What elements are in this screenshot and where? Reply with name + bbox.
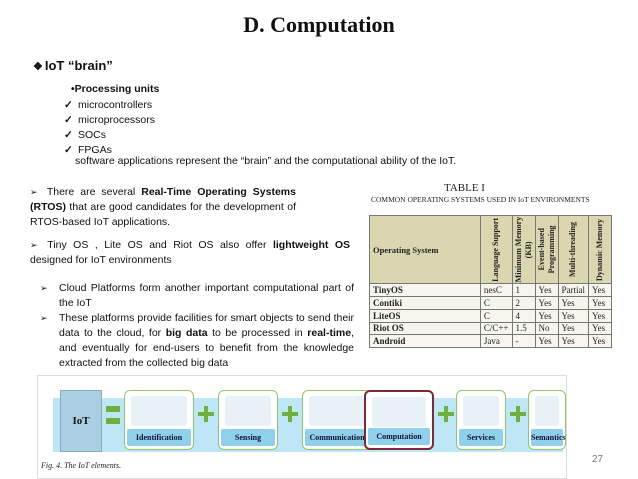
table-cell: Yes [534, 283, 559, 298]
checkmark-icon: ✓ [64, 114, 73, 126]
list-item: ✓FPGAs [64, 144, 112, 156]
table-cell: Yes [557, 296, 589, 310]
sensing-icon [225, 396, 271, 426]
semantics-icon [535, 396, 559, 426]
arrow-bullet-icon: ➢ [30, 187, 38, 197]
processing-summary: software applications represent the “bra… [75, 155, 457, 167]
table-caption: TABLE I [444, 182, 485, 194]
iot-elements-figure: IoT Identification Sensing Communication… [37, 375, 567, 479]
element-card: Communication [302, 390, 372, 450]
arrow-bullet-icon: ➢ [30, 240, 38, 250]
identification-icon [131, 396, 187, 426]
table-header: Dynamic Memory [588, 214, 612, 285]
equals-icon [106, 406, 120, 428]
table-cell: 4 [511, 308, 536, 323]
table-cell: Yes [588, 283, 612, 298]
cloud-platforms-list: ➢Cloud Platforms form another important … [40, 281, 354, 371]
table-subtitle: COMMON OPERATING SYSTEMS USED IN IoT ENV… [371, 195, 590, 204]
checkmark-icon: ✓ [64, 99, 73, 111]
element-card: Sensing [218, 390, 278, 450]
element-label: Computation [368, 428, 430, 445]
table-cell: TinyOS [369, 283, 481, 298]
table-cell: Yes [588, 308, 612, 323]
list-item: ✓microcontrollers [64, 99, 153, 111]
table-cell: Yes [534, 308, 559, 323]
table-cell: Yes [557, 321, 589, 336]
arrow-bullet-icon: ➢ [40, 313, 48, 323]
plus-icon [510, 406, 526, 422]
lightweight-os-paragraph: ➢ Tiny OS , Lite OS and Riot OS also off… [30, 239, 350, 266]
element-card-highlighted: Computation [364, 390, 434, 450]
list-item: ✓SOCs [64, 129, 107, 141]
table-cell: - [511, 334, 536, 348]
table-cell: Yes [534, 334, 559, 348]
checkmark-icon: ✓ [64, 129, 73, 141]
table-cell: Yes [588, 296, 612, 310]
list-item: ➢These platforms provide facilities for … [40, 312, 354, 369]
element-card: Identification [124, 390, 194, 450]
element-card: Services [456, 390, 506, 450]
table-cell: 1 [511, 283, 536, 298]
table-cell: C [479, 308, 513, 323]
element-label: Semantics [531, 429, 566, 446]
table-cell: LiteOS [369, 308, 481, 323]
table-cell: Java [479, 334, 513, 348]
iot-brain-text: IoT “brain” [44, 58, 113, 73]
element-card: Semantics [528, 390, 566, 450]
figure-caption: Fig. 4. The IoT elements. [41, 461, 122, 470]
services-icon [463, 396, 499, 426]
slide-title: D. Computation [243, 12, 395, 37]
table-cell: Yes [588, 334, 612, 348]
computation-icon [372, 397, 426, 427]
diamond-check-icon: ❖ [33, 61, 43, 73]
table-cell: Yes [557, 334, 589, 348]
table-cell: Yes [557, 308, 589, 323]
table-header: Language Support [479, 214, 513, 285]
table-cell: 1.5 [511, 321, 536, 336]
table-header: Event-based Programming [534, 214, 559, 285]
table-cell: Partial [557, 283, 589, 298]
plus-icon [282, 406, 298, 422]
table-cell: C [479, 296, 513, 310]
communication-icon [309, 396, 365, 426]
table-cell: Yes [534, 296, 559, 310]
table-cell: C/C++ [479, 321, 513, 336]
plus-icon [198, 406, 214, 422]
processing-units-list: ✓microcontrollers ✓microprocessors ✓SOCs… [64, 98, 155, 158]
table-header: Minimum Memory (KB) [511, 214, 536, 285]
table-cell: No [534, 321, 559, 336]
table-header-row: Operating System Language Support Minimu… [369, 214, 612, 285]
table-cell: 2 [511, 296, 536, 310]
processing-units-heading: •Processing units [71, 83, 160, 95]
list-item: ✓microprocessors [64, 114, 156, 126]
page-number: 27 [592, 454, 604, 465]
table-cell: Contiki [369, 296, 481, 310]
checkmark-icon: ✓ [64, 144, 73, 156]
list-item: ➢Cloud Platforms form another important … [40, 282, 354, 309]
plus-icon [438, 406, 454, 422]
table-header: Multi-threading [557, 214, 589, 285]
element-label: Services [459, 429, 503, 446]
table-cell: Android [369, 334, 481, 348]
table-cell: Riot OS [369, 321, 481, 336]
element-label: Communication [305, 429, 369, 446]
rtos-paragraph: ➢ There are several Real-Time Operating … [30, 186, 296, 228]
table-header: Operating System [369, 214, 481, 285]
iot-box: IoT [60, 390, 102, 452]
iot-brain-heading: ❖IoT “brain” [33, 58, 113, 73]
table-cell: nesC [479, 283, 513, 298]
os-table: Operating System Language Support Minimu… [369, 214, 612, 348]
table-cell: Yes [588, 321, 612, 336]
element-label: Identification [127, 429, 191, 446]
element-label: Sensing [221, 429, 275, 446]
arrow-bullet-icon: ➢ [40, 283, 48, 293]
